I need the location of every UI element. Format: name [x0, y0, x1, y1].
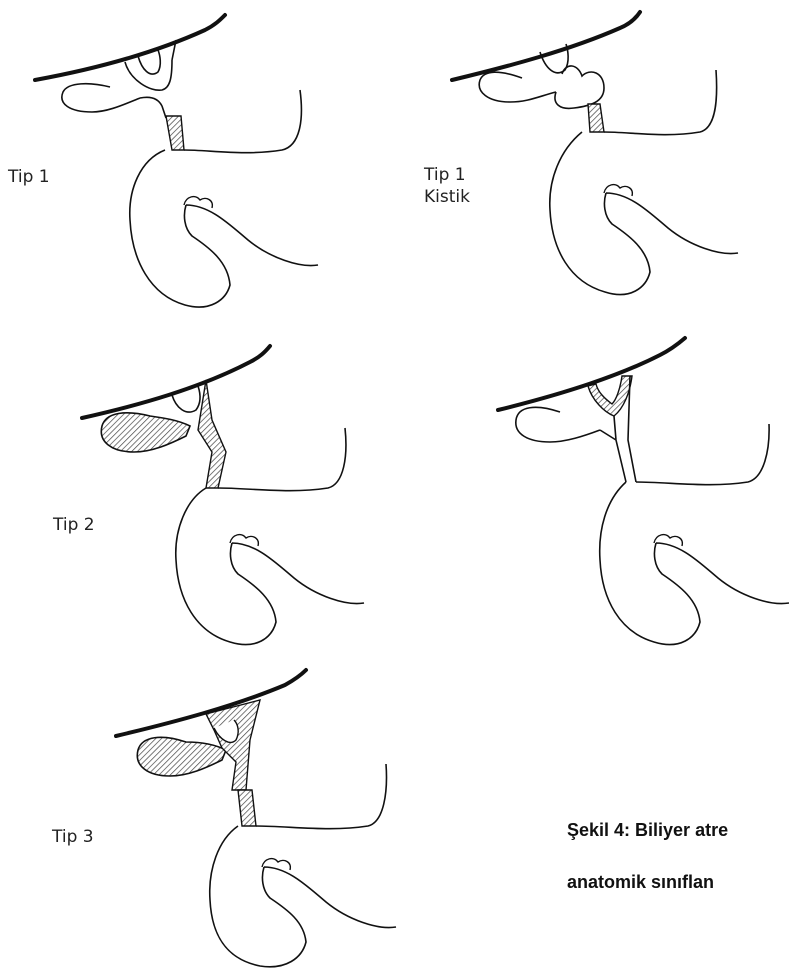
gallbladder — [516, 407, 600, 442]
gallbladder-hatched — [137, 737, 226, 776]
label-tip3: Tip 3 — [52, 826, 94, 848]
duodenum — [550, 70, 738, 295]
panel-tip1 — [35, 15, 318, 307]
duodenum — [210, 764, 396, 967]
label-tip1-cystic: Tip 1 Kistik — [424, 164, 470, 208]
panel-tip3 — [116, 670, 396, 967]
cyst — [555, 66, 604, 108]
gallbladder-hatched — [101, 413, 190, 452]
label-tip1-cystic-line2: Kistik — [424, 186, 470, 208]
liver-edge — [82, 346, 270, 418]
label-tip2: Tip 2 — [53, 514, 95, 536]
label-tip1-cystic-line1: Tip 1 — [424, 164, 470, 186]
figure-caption-line2: anatomik sınıflan — [567, 872, 714, 893]
gallbladder — [62, 84, 140, 112]
duodenum — [600, 424, 789, 645]
duct-hatched — [198, 380, 226, 488]
figure-caption-line1: Şekil 4: Biliyer atre — [567, 820, 728, 841]
liver-edge — [35, 15, 225, 80]
duodenum — [130, 90, 318, 307]
atretic-cbd — [238, 790, 256, 826]
liver-edge — [498, 338, 685, 410]
liver-edge — [452, 12, 640, 80]
duodenum — [176, 428, 364, 645]
panel-tip2b — [498, 338, 789, 645]
panel-tip2 — [82, 346, 364, 645]
panel-tip1-cystic — [452, 12, 738, 295]
atretic-cbd — [166, 116, 184, 150]
gallbladder — [479, 72, 556, 102]
label-tip1: Tip 1 — [8, 166, 50, 188]
atretic-cbd — [588, 104, 604, 132]
liver-edge — [116, 670, 306, 736]
